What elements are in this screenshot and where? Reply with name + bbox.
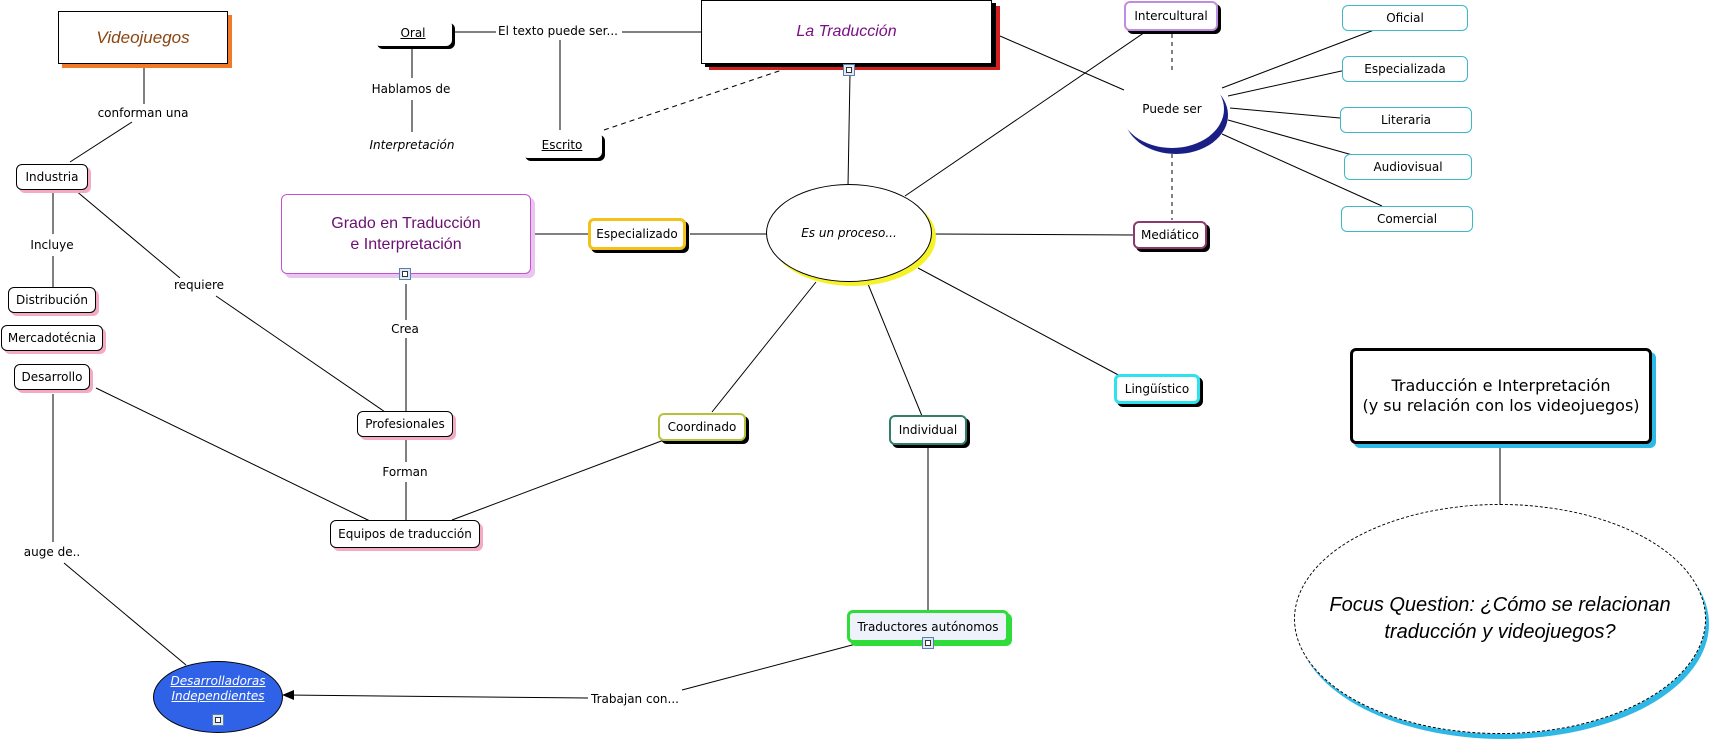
node-oficial[interactable]: Oficial: [1342, 5, 1468, 31]
link-requiere: requiere: [172, 278, 226, 292]
node-especializado[interactable]: Especializado: [588, 218, 686, 250]
node-audiovisual[interactable]: Audiovisual: [1344, 154, 1472, 180]
node-mercadotecnia[interactable]: Mercadotécnia: [1, 325, 103, 351]
node-label-line2: Independientes: [171, 689, 265, 703]
document-icon[interactable]: [922, 637, 934, 649]
node-la-traduccion[interactable]: La Traducción: [701, 0, 992, 64]
node-literaria[interactable]: Literaria: [1340, 107, 1472, 133]
node-label: Profesionales: [365, 417, 445, 431]
node-label: Audiovisual: [1373, 160, 1443, 174]
document-icon[interactable]: [843, 64, 855, 76]
node-label-line1: Grado en Traducción: [331, 215, 481, 232]
node-intercultural[interactable]: Intercultural: [1124, 1, 1218, 31]
node-oral[interactable]: Oral: [374, 20, 452, 46]
link-incluye: Incluye: [29, 238, 75, 252]
node-mediatico[interactable]: Mediático: [1133, 221, 1207, 249]
node-label: Oral: [400, 26, 426, 40]
node-label: Individual: [898, 423, 958, 437]
node-label-line2: e Interpretación: [350, 236, 462, 253]
node-label: Industria: [25, 170, 79, 184]
node-interpretacion[interactable]: Interpretación: [362, 134, 462, 156]
node-label: Especializado: [596, 227, 678, 241]
node-es-un-proceso[interactable]: Es un proceso...: [766, 184, 932, 282]
node-especializada[interactable]: Especializada: [1342, 56, 1468, 82]
node-desarrollo[interactable]: Desarrollo: [14, 364, 90, 390]
map-title-line2: (y su relación con los videojuegos): [1362, 396, 1640, 415]
node-equipos[interactable]: Equipos de traducción: [330, 520, 480, 548]
link-crea: Crea: [390, 322, 420, 336]
node-individual[interactable]: Individual: [889, 415, 967, 445]
node-label: Intercultural: [1134, 9, 1208, 23]
node-label: Equipos de traducción: [338, 527, 472, 541]
node-label: Interpretación: [369, 138, 455, 152]
node-coordinado[interactable]: Coordinado: [658, 413, 746, 441]
node-videojuegos[interactable]: Videojuegos: [58, 11, 228, 64]
link-hablamos-de: Hablamos de: [370, 82, 452, 96]
node-label-line1: Desarrolladoras: [170, 674, 266, 688]
map-title-box[interactable]: Traducción e Interpretación (y su relaci…: [1350, 348, 1652, 444]
node-escrito[interactable]: Escrito: [522, 132, 602, 158]
node-comercial[interactable]: Comercial: [1341, 206, 1473, 232]
focus-question[interactable]: Focus Question: ¿Cómo se relacionan trad…: [1294, 504, 1706, 734]
document-icon[interactable]: [399, 268, 411, 280]
node-label: Literaria: [1380, 113, 1431, 127]
link-trabajan-con: Trabajan con...: [590, 692, 680, 706]
node-profesionales[interactable]: Profesionales: [357, 411, 453, 437]
node-label: Mediático: [1140, 228, 1200, 242]
focus-question-line2: traducción y videojuegos?: [1384, 621, 1616, 643]
node-traductores[interactable]: Traductores autónomos: [847, 610, 1009, 643]
node-label: Es un proceso...: [801, 226, 897, 240]
node-label: Especializada: [1364, 62, 1446, 76]
node-industria[interactable]: Industria: [16, 164, 88, 190]
node-label: Traductores autónomos: [857, 619, 999, 634]
link-conforman-una: conforman una: [96, 106, 190, 120]
node-label: Oficial: [1386, 11, 1424, 25]
node-linguistico[interactable]: Lingüístico: [1114, 374, 1200, 404]
node-label: Coordinado: [667, 420, 737, 434]
node-label: La Traducción: [796, 23, 897, 40]
node-label: Desarrollo: [21, 370, 83, 384]
node-distribucion[interactable]: Distribución: [8, 287, 96, 313]
link-forman: Forman: [381, 465, 429, 479]
focus-question-line1: Focus Question: ¿Cómo se relacionan: [1329, 594, 1671, 616]
document-icon[interactable]: [212, 714, 224, 726]
node-label: Escrito: [541, 138, 583, 152]
link-auge-de: auge de..: [22, 545, 82, 559]
node-label: Lingüístico: [1124, 382, 1190, 396]
node-label: Puede ser: [1142, 102, 1202, 116]
node-label: Comercial: [1376, 212, 1438, 226]
node-label: Videojuegos: [96, 27, 190, 47]
node-puede-ser[interactable]: Puede ser: [1120, 70, 1224, 148]
arrowhead-icon: [282, 690, 294, 700]
map-title-line1: Traducción e Interpretación: [1391, 376, 1611, 395]
node-label: Distribución: [16, 293, 88, 307]
node-label: Mercadotécnia: [7, 331, 97, 345]
node-grado[interactable]: Grado en Traducción e Interpretación: [281, 194, 531, 274]
link-el-texto-puede-ser: El texto puede ser...: [497, 24, 619, 38]
